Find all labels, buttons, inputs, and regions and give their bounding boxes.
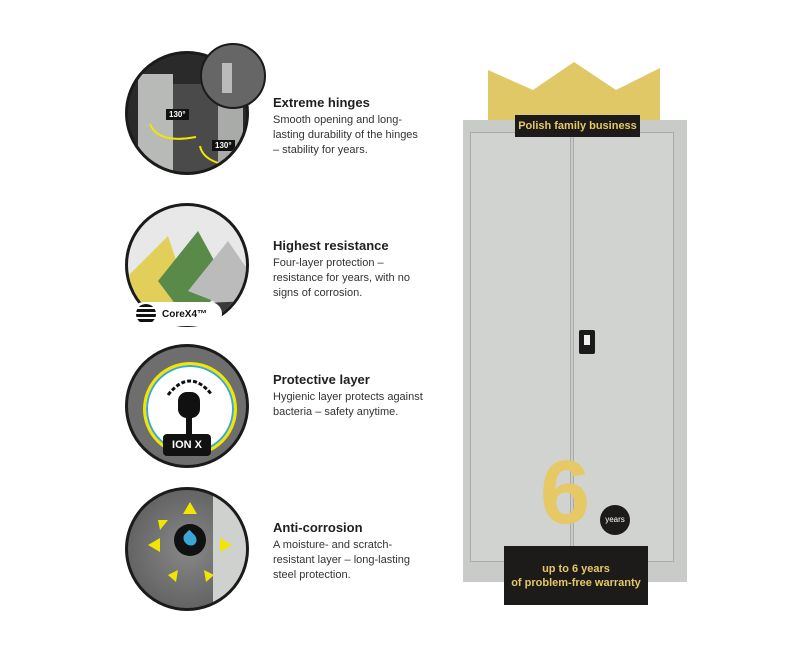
layers-icon [136,304,156,324]
key-icon [166,379,214,437]
feature-title: Extreme hinges [273,95,370,110]
family-business-label: Polish family business [518,120,637,132]
cabinet-door-left [470,132,571,562]
warranty-badge: up to 6 years of problem-free warranty [504,546,648,605]
warranty-line1: up to 6 years [542,563,610,575]
ionx-label: ION X [172,439,202,451]
ionx-logo: ION X [163,434,211,456]
angle-label: 130° [166,109,189,120]
feature-title: Protective layer [273,372,370,387]
feature-title: Highest resistance [273,238,389,253]
corex4-logo: CoreX4™ [132,302,222,326]
feature-description: Hygienic layer protects against bacteria… [273,391,423,418]
hinge-detail-inset [200,43,266,109]
rotation-arrows-icon [149,123,233,167]
family-business-badge: Polish family business [515,115,640,137]
feature-description: Four-layer protection – resistance for y… [273,257,410,299]
angle-label: 130° [212,140,235,151]
water-drop-icon [174,524,206,556]
corex4-label: CoreX4™ [162,308,208,320]
anticorrosion-image [125,487,249,611]
arrows-icon [148,502,232,582]
crown-graphic [488,62,660,126]
feature-title: Anti-corrosion [273,520,363,535]
cabinet [463,120,687,582]
feature-description: Smooth opening and long-lasting durabili… [273,114,418,156]
years-label: years [605,515,625,524]
years-circle: years [600,505,630,535]
warranty-line2: of problem-free warranty [511,577,641,589]
lock-handle[interactable] [579,330,595,354]
feature-description: A moisture- and scratch-resistant layer … [273,539,410,581]
warranty-number: 6 [540,443,591,543]
